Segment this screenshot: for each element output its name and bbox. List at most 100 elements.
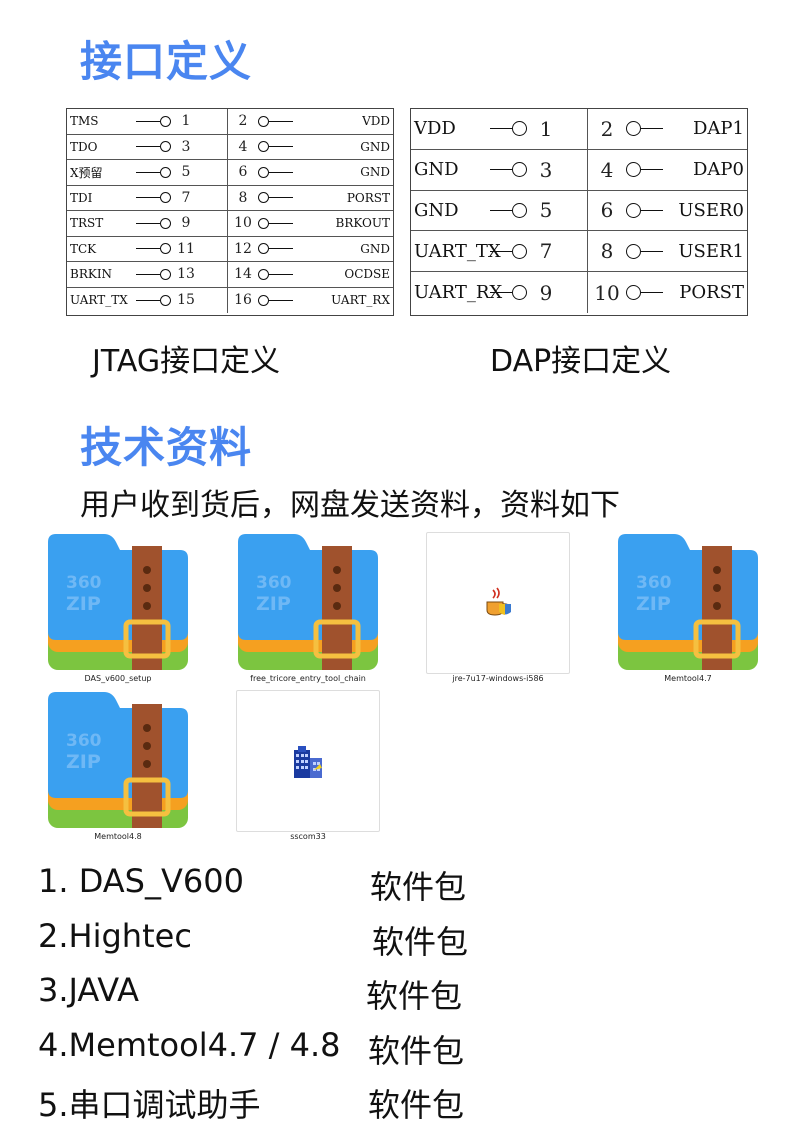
jtag-left-signal: UART_TX <box>70 293 128 308</box>
file-item[interactable]: sscom33 <box>236 690 380 841</box>
svg-text:ZIP: ZIP <box>636 593 671 615</box>
zip-archive-icon[interactable]: 360 ZIP <box>616 532 760 672</box>
jtag-right-pin-number: 4 <box>238 138 248 155</box>
dap-left-pin-number: 1 <box>539 116 553 141</box>
dap-right-pin-symbol-icon <box>626 162 663 178</box>
svg-text:360: 360 <box>66 731 102 751</box>
dap-left-pin-symbol-icon <box>490 202 527 218</box>
file-name: free_tricore_entry_tool_chain <box>250 674 366 683</box>
package-name: 2.Hightec <box>38 916 192 955</box>
pin-circle-icon <box>258 166 269 178</box>
package-tag: 软件包 <box>368 1031 465 1070</box>
wire-line <box>490 250 512 252</box>
dap-caption: DAP接口定义 <box>490 344 672 379</box>
wire-line <box>641 169 663 171</box>
dap-right-signal: DAP1 <box>693 118 744 140</box>
jtag-right-pin-symbol-icon <box>258 192 293 204</box>
jtag-left-pin-symbol-icon <box>136 294 171 306</box>
dap-left-pin-number: 9 <box>539 280 553 305</box>
java-installer-icon[interactable] <box>426 532 570 674</box>
svg-text:ZIP: ZIP <box>256 593 291 615</box>
wire-line <box>136 146 160 148</box>
dap-left-pin-number: 7 <box>539 239 553 264</box>
jtag-right-pin-number: 16 <box>234 292 252 309</box>
jtag-left-signal: TCK <box>70 241 97 256</box>
wire-line <box>490 128 512 130</box>
building-app-icon[interactable] <box>236 690 380 832</box>
zip-archive-icon[interactable]: 360 ZIP <box>46 690 190 830</box>
file-item[interactable]: 360 ZIP Memtool4.8 <box>46 690 190 841</box>
jtag-right-signal: OCDSE <box>344 267 390 282</box>
package-name: 5.串口调试助手 <box>38 1086 261 1124</box>
pin-circle-icon <box>160 217 171 229</box>
svg-text:360: 360 <box>66 573 102 593</box>
file-name: Memtool4.7 <box>664 674 712 683</box>
file-name: Memtool4.8 <box>94 832 142 841</box>
wire-line <box>136 222 160 224</box>
jtag-right-signal: UART_RX <box>331 293 390 308</box>
jtag-right-pin-number: 12 <box>234 240 252 257</box>
wire-line <box>490 209 512 211</box>
dap-left-pin-symbol-icon <box>490 162 527 178</box>
dap-left-signal: GND <box>414 159 459 181</box>
jtag-right-pin-number: 6 <box>238 164 248 181</box>
pin-circle-icon <box>626 121 641 137</box>
wire-line <box>136 171 160 173</box>
package-tag: 软件包 <box>370 868 467 906</box>
delivery-note: 用户收到货后，网盘发送资料，资料如下 <box>80 488 620 523</box>
file-item[interactable]: 360 ZIP Memtool4.7 <box>616 532 760 683</box>
zip-archive-icon[interactable]: 360 ZIP <box>46 532 190 672</box>
jtag-left-signal: BRKIN <box>70 267 113 282</box>
wire-line <box>269 299 293 301</box>
svg-text:ZIP: ZIP <box>66 593 101 615</box>
svg-text:ZIP: ZIP <box>66 751 101 773</box>
dap-left-pin-symbol-icon <box>490 243 527 259</box>
pin-circle-icon <box>258 115 269 127</box>
wire-line <box>269 222 293 224</box>
pin-circle-icon <box>626 202 641 218</box>
jtag-right-pin-symbol-icon <box>258 243 293 255</box>
file-item[interactable]: 360 ZIP free_tricore_entry_tool_chain <box>236 532 380 683</box>
file-item[interactable]: jre-7u17-windows-i586 <box>426 532 570 683</box>
pin-circle-icon <box>258 294 269 306</box>
jtag-right-pin-symbol-icon <box>258 141 293 153</box>
dap-left-pin-symbol-icon <box>490 285 527 301</box>
jtag-left-pin-symbol-icon <box>136 141 171 153</box>
file-name: DAS_v600_setup <box>84 674 152 683</box>
wire-line <box>136 197 160 199</box>
pin-circle-icon <box>160 166 171 178</box>
jtag-right-cell: 16 UART_RX <box>228 288 393 314</box>
dap-left-pin-symbol-icon <box>490 121 527 137</box>
jtag-right-signal: BRKOUT <box>335 216 390 231</box>
jtag-left-pin-number: 11 <box>177 240 195 257</box>
jtag-right-pin-number: 10 <box>234 215 252 232</box>
wire-line <box>641 209 663 211</box>
jtag-right-pin-symbol-icon <box>258 268 293 280</box>
dap-right-pin-symbol-icon <box>626 285 663 301</box>
jtag-left-signal: X预留 <box>70 165 103 180</box>
pin-circle-icon <box>258 217 269 229</box>
wire-line <box>269 171 293 173</box>
pin-circle-icon <box>160 294 171 306</box>
pin-circle-icon <box>512 162 527 178</box>
file-item[interactable]: 360 ZIP DAS_v600_setup <box>46 532 190 683</box>
zip-archive-icon[interactable]: 360 ZIP <box>236 532 380 672</box>
jtag-left-pin-symbol-icon <box>136 115 171 127</box>
